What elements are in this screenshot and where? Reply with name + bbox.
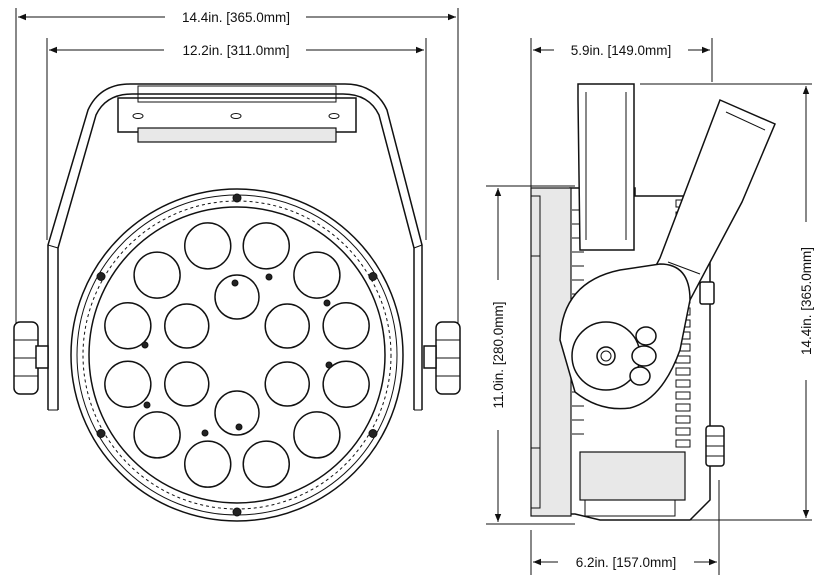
face-screw <box>323 299 331 307</box>
left-lock-knob <box>13 321 49 395</box>
led-lens <box>264 303 310 349</box>
led-lens <box>293 251 341 299</box>
bezel-screw <box>96 272 106 281</box>
front-lens-ring <box>88 206 386 504</box>
fixture-body <box>70 188 404 522</box>
face-screw <box>141 341 149 349</box>
side-view <box>486 38 812 575</box>
dimension-annotations: 14.4in. [365.0mm] 12.2in. [311.0mm] 5.9i… <box>18 10 814 570</box>
led-lens <box>322 302 370 350</box>
led-lens <box>214 390 260 436</box>
fin <box>675 415 691 424</box>
led-lens <box>104 302 152 350</box>
face-screw <box>231 279 239 287</box>
dim-side-body-height: 11.0in. [280.0mm] <box>491 301 506 408</box>
led-lens <box>242 440 290 488</box>
dim-front-overall-width: 14.4in. [365.0mm] <box>182 10 290 25</box>
bezel-screw <box>368 429 378 438</box>
dim-side-top-depth: 5.9in. [149.0mm] <box>571 43 672 58</box>
rear-panel <box>579 451 686 501</box>
bezel-screw <box>232 507 242 517</box>
face-screws <box>141 273 333 437</box>
led-lens <box>322 360 370 408</box>
tilt-lock-knob <box>629 326 657 386</box>
fin <box>675 439 691 448</box>
led-lens <box>264 361 310 407</box>
led-lens <box>104 360 152 408</box>
front-view <box>13 8 461 522</box>
led-lens <box>184 440 232 488</box>
fin <box>675 427 691 436</box>
top-bracket <box>117 97 357 133</box>
led-lens <box>164 303 210 349</box>
yoke-upright <box>577 83 635 251</box>
dim-front-yoke-width: 12.2in. [311.0mm] <box>182 43 289 58</box>
bezel-screw <box>232 193 242 203</box>
face-screw <box>265 273 273 281</box>
right-lock-knob <box>423 321 461 395</box>
led-lens-array <box>104 222 370 488</box>
face-screw <box>143 401 151 409</box>
led-lens <box>214 274 260 320</box>
face-screw <box>201 429 209 437</box>
dim-side-overall-height: 14.4in. [365.0mm] <box>799 247 814 355</box>
led-lens <box>242 222 290 270</box>
fin <box>675 379 691 388</box>
dim-side-bottom-depth: 6.2in. [157.0mm] <box>576 555 677 570</box>
bezel-screws <box>96 193 378 517</box>
fin <box>675 367 691 376</box>
fin <box>675 391 691 400</box>
yoke-hinge <box>559 263 691 410</box>
led-lens <box>133 411 181 459</box>
led-lens <box>164 361 210 407</box>
led-lens <box>184 222 232 270</box>
fin <box>675 403 691 412</box>
led-lens <box>133 251 181 299</box>
face-screw <box>325 361 333 369</box>
bezel-screw <box>368 272 378 281</box>
face-screw <box>235 423 243 431</box>
led-lens <box>293 411 341 459</box>
bezel-screw <box>96 429 106 438</box>
